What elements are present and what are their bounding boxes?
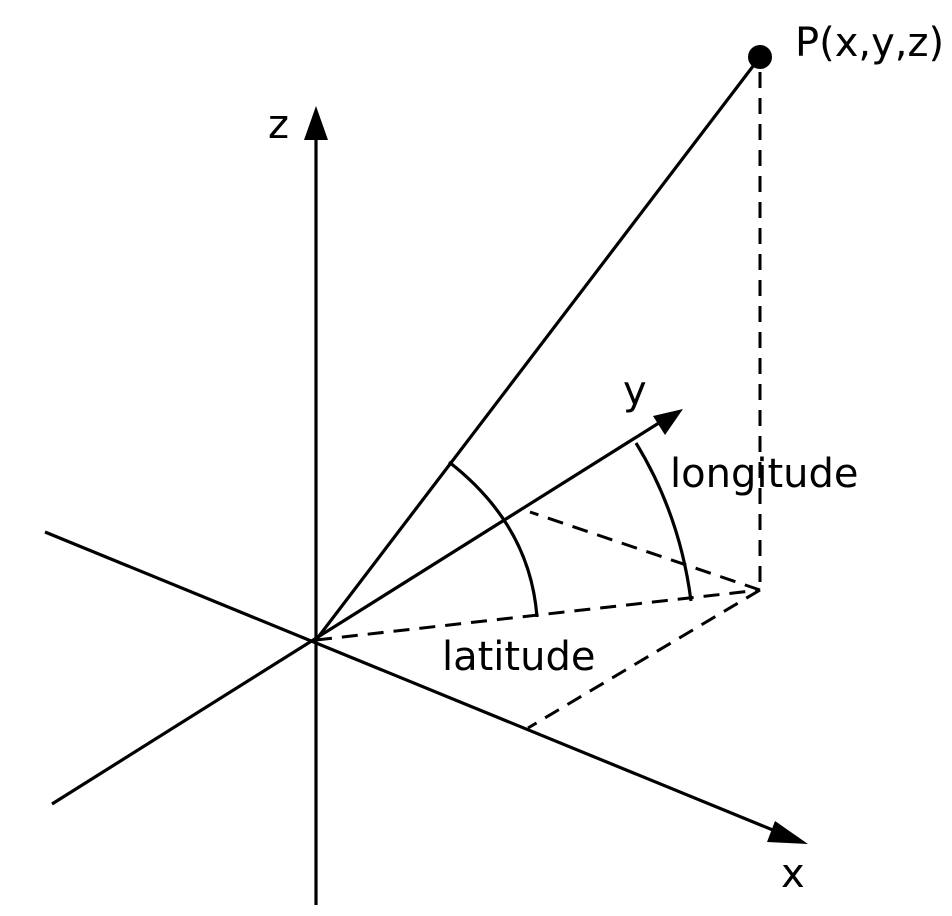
y-axis-label: y [623, 368, 647, 414]
longitude-arc [634, 442, 693, 602]
latitude-arc [448, 460, 539, 618]
y-axis-line [51, 419, 663, 806]
x-axis-arrowhead [767, 821, 808, 844]
point-p-dot [748, 45, 772, 69]
projection-to-y-axis-dashed [529, 510, 761, 592]
y-axis-arrowhead [653, 409, 683, 435]
x-axis-label: x [781, 851, 805, 897]
projection-to-x-axis-dashed [527, 588, 761, 730]
x-axis-line [44, 530, 786, 837]
z-axis-label: z [268, 102, 289, 148]
z-axis-arrowhead [304, 106, 328, 140]
radius-line-to-p [314, 56, 762, 641]
longitude-label: longitude [670, 451, 858, 497]
point-p-label: P(x,y,z) [795, 20, 944, 66]
latitude-label: latitude [442, 634, 595, 680]
